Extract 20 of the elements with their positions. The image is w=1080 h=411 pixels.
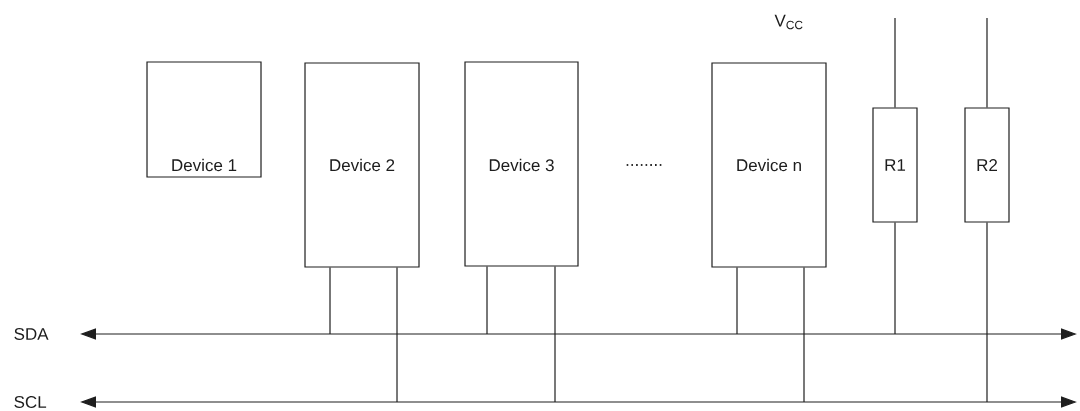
wire [736, 267, 738, 335]
wire [986, 222, 988, 403]
device-box: Device 2 [304, 62, 420, 268]
wire [486, 266, 488, 335]
resistor-box: R1 [872, 107, 918, 223]
signal-label: SDA [14, 327, 49, 340]
ellipsis-label: ........ [626, 164, 662, 166]
wire [329, 267, 331, 335]
wire [396, 267, 398, 403]
device-box: Device 3 [464, 61, 579, 267]
wire [554, 266, 556, 403]
wire [894, 222, 896, 335]
supply-label: V$_{CC}$ [774, 14, 803, 30]
wire [894, 17, 896, 108]
wire [986, 17, 988, 108]
device-box: Device 1 [146, 61, 262, 178]
signal-label: SCL [14, 395, 47, 408]
resistor-box: R2 [964, 107, 1010, 223]
wire [803, 267, 805, 403]
device-box: Device n [711, 62, 827, 268]
